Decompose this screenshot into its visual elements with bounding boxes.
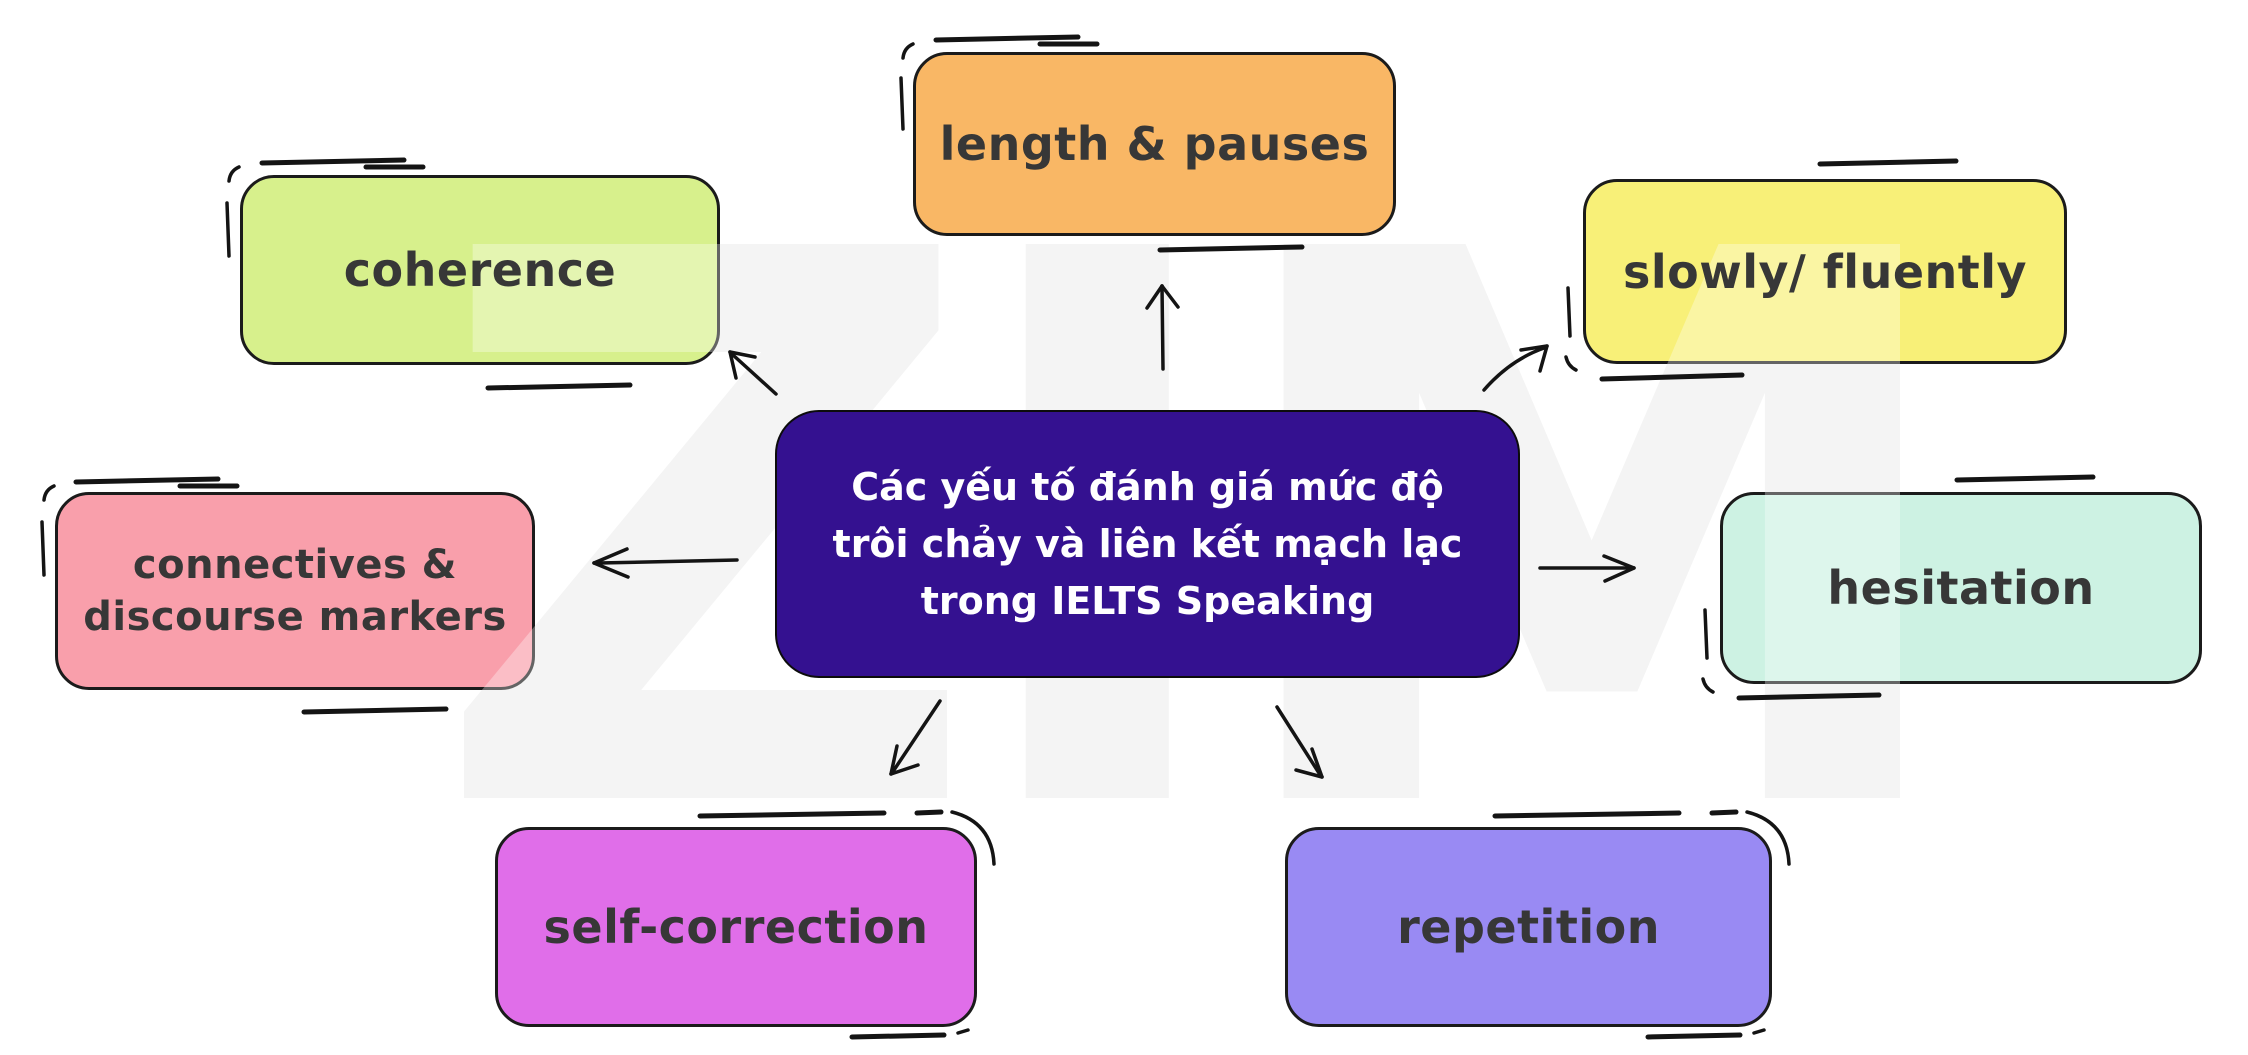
node-coherence — [240, 175, 720, 365]
node-connectives-discourse-markers — [55, 492, 535, 690]
node-central-topic — [775, 410, 1520, 678]
node-slowly-fluently — [1583, 179, 2067, 364]
arrow-down-left — [889, 699, 942, 776]
arrow-right — [1538, 554, 1636, 583]
node-repetition — [1285, 827, 1772, 1027]
node-hesitation — [1720, 492, 2202, 684]
arrow-up-right — [1482, 344, 1549, 392]
node-length-pauses — [913, 52, 1396, 236]
arrow-up — [1145, 284, 1180, 371]
arrow-down-right — [1275, 705, 1324, 779]
arrow-up-left — [728, 350, 778, 396]
node-self-correction — [495, 827, 977, 1027]
arrow-left — [592, 547, 739, 579]
